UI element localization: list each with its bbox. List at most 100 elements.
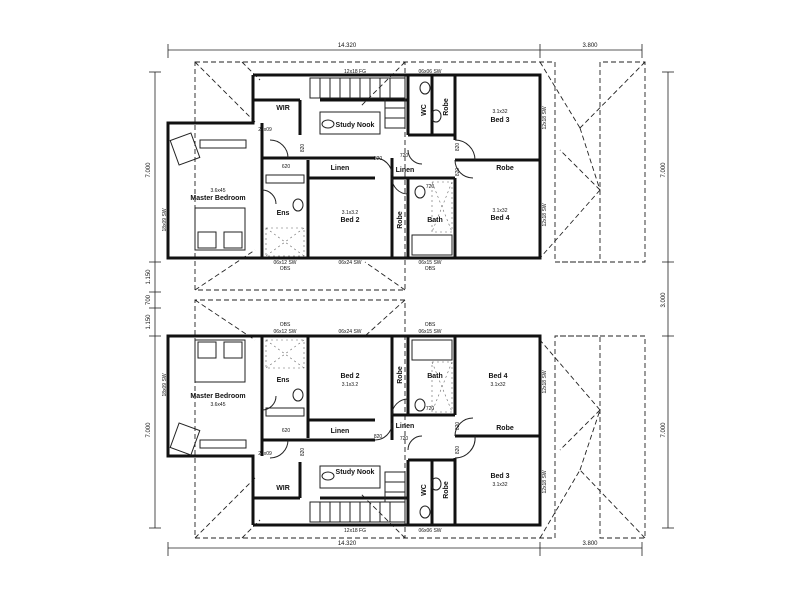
room-bed-4: Bed 4: [488, 373, 507, 380]
label-win-bath: 06x15 SW: [418, 329, 441, 335]
room-master-bedroom: Master Bedroom: [190, 195, 245, 202]
room-robe-bed-2: Robe: [397, 211, 404, 229]
label-door-620: 620: [282, 428, 291, 434]
room-bed-2: Bed 2: [340, 217, 359, 224]
dim-top-length: 14.320: [338, 43, 357, 49]
room-bed-2: Bed 2: [340, 373, 359, 380]
room-linen-2: Linen: [396, 423, 415, 430]
door-swings: [261, 395, 476, 459]
room-linen-2: Linen: [396, 167, 415, 174]
label-win-ens: 06x12 SW: [273, 260, 296, 266]
label-door-720-b: 720: [426, 406, 435, 412]
label-win-bed-2: 06x24 SW: [338, 260, 361, 266]
lower-unit: WIR Study Nook Master Bedroom 3.6x45 Ens…: [162, 299, 646, 539]
label-win-bed-4: 12x18 SW: [542, 370, 548, 393]
label-door-820-a: 820: [300, 448, 306, 457]
room-bed-2-size: 3.1x3.2: [342, 382, 359, 388]
room-robe-bed-4: Robe: [443, 481, 450, 499]
dim-right-upper-depth: 7.000: [661, 162, 667, 178]
label-win-bed-2: 06x24 SW: [338, 329, 361, 335]
room-ens: Ens: [277, 210, 290, 217]
staircase: [309, 471, 406, 523]
room-wc: WC: [421, 104, 428, 116]
dim-bottom-length: 14.320: [338, 541, 357, 547]
room-bed-2-size: 3.1x3.2: [342, 210, 359, 216]
annotations: 12x18 FG 06x06 SW 21x09 18x09 SW OBS 06x…: [162, 322, 548, 534]
room-study-nook: Study Nook: [336, 122, 375, 129]
label-win-bath: 06x15 SW: [418, 260, 441, 266]
label-obs-1: OBS: [280, 322, 291, 328]
walls: [166, 334, 542, 527]
fixtures: [169, 339, 453, 519]
dim-right-lower-depth: 7.000: [661, 422, 667, 438]
walls: [166, 73, 542, 260]
dim-left-lower-depth: 7.000: [146, 422, 152, 438]
label-win-wc: 06x06 SW: [418, 69, 441, 75]
room-bed-3: Bed 3: [490, 117, 509, 124]
room-labels: WIR Study Nook Master Bedroom 3.6x45 Ens…: [190, 98, 513, 229]
annotations: 12x18 FG 06x06 SW 21x09 18x09 SW 06x12 S…: [162, 69, 548, 272]
room-robe-bed-3: Robe: [443, 98, 450, 116]
label-win-bed-4: 12x18 SW: [542, 203, 548, 226]
room-labels: WIR Study Nook Master Bedroom 3.6x45 Ens…: [190, 366, 513, 499]
roof-outline: [194, 299, 646, 539]
staircase: [309, 77, 406, 129]
label-obs-2: OBS: [425, 266, 436, 272]
label-door-820-d: 820: [455, 168, 461, 177]
label-wir-size: 21x09: [258, 127, 272, 133]
label-win-bed-3: 12x18 SW: [542, 470, 548, 493]
room-bath: Bath: [427, 373, 443, 380]
room-bed-3-size: 3.1x32: [492, 482, 507, 488]
door-swings: [261, 139, 476, 205]
room-bed-3: Bed 3: [490, 473, 509, 480]
room-wc: WC: [421, 484, 428, 496]
label-win-master: 18x09 SW: [162, 373, 168, 396]
label-stair: 12x18 FG: [344, 69, 366, 75]
room-bed-4-size: 3.1x32: [490, 382, 505, 388]
label-win-wc: 06x06 SW: [418, 528, 441, 534]
label-wir-size: 21x09: [258, 451, 272, 457]
room-robe-bed-4: Robe: [496, 165, 514, 172]
label-stair: 12x18 FG: [344, 528, 366, 534]
label-door-720-a: 720: [400, 436, 409, 442]
label-win-master: 18x09 SW: [162, 208, 168, 231]
label-obs-1: OBS: [280, 266, 291, 272]
room-master-size: 3.6x45: [210, 402, 225, 408]
dim-bottom-overhang: 3.800: [582, 541, 598, 547]
label-win-ens: 06x12 SW: [273, 329, 296, 335]
dim-left-upper-depth: 7.000: [146, 162, 152, 178]
room-bed-3-size: 3.1x32: [492, 109, 507, 115]
label-door-820-c: 820: [455, 143, 461, 152]
dim-left-gap-b: 700: [146, 294, 152, 305]
dim-right-gap: 3.000: [661, 292, 667, 308]
room-study-nook: Study Nook: [336, 469, 375, 476]
room-bath: Bath: [427, 217, 443, 224]
room-bed-4: Bed 4: [490, 215, 509, 222]
label-door-720-b: 720: [426, 184, 435, 190]
upper-unit: WIR Study Nook Master Bedroom 3.6x45 Ens…: [162, 61, 646, 291]
room-wir: WIR: [276, 485, 290, 492]
dim-top-overhang: 3.800: [582, 43, 598, 49]
label-obs-2: OBS: [425, 322, 436, 328]
room-linen-1: Linen: [331, 165, 350, 172]
label-door-820-c: 820: [455, 446, 461, 455]
room-wir: WIR: [276, 105, 290, 112]
room-master-bedroom: Master Bedroom: [190, 393, 245, 400]
label-door-820-a: 820: [300, 144, 306, 153]
dim-left-gap-c: 1.150: [146, 314, 152, 330]
label-door-820-b: 820: [374, 434, 383, 440]
label-door-820-b: 820: [374, 156, 383, 162]
dimension-lines: 14.320 3.800 14.320 3.800 7.000 1.150 70…: [146, 43, 674, 556]
room-linen-1: Linen: [331, 428, 350, 435]
label-win-bed-3: 12x18 SW: [542, 106, 548, 129]
dim-left-gap-a: 1.150: [146, 269, 152, 285]
room-master-size: 3.6x45: [210, 188, 225, 194]
label-door-820-d: 820: [455, 422, 461, 431]
label-door-720-a: 720: [400, 153, 409, 159]
room-robe-bed-3: Robe: [496, 425, 514, 432]
fixtures: [169, 81, 453, 257]
room-bed-4-size: 3.1x32: [492, 208, 507, 214]
room-ens: Ens: [277, 377, 290, 384]
label-door-620: 620: [282, 164, 291, 170]
